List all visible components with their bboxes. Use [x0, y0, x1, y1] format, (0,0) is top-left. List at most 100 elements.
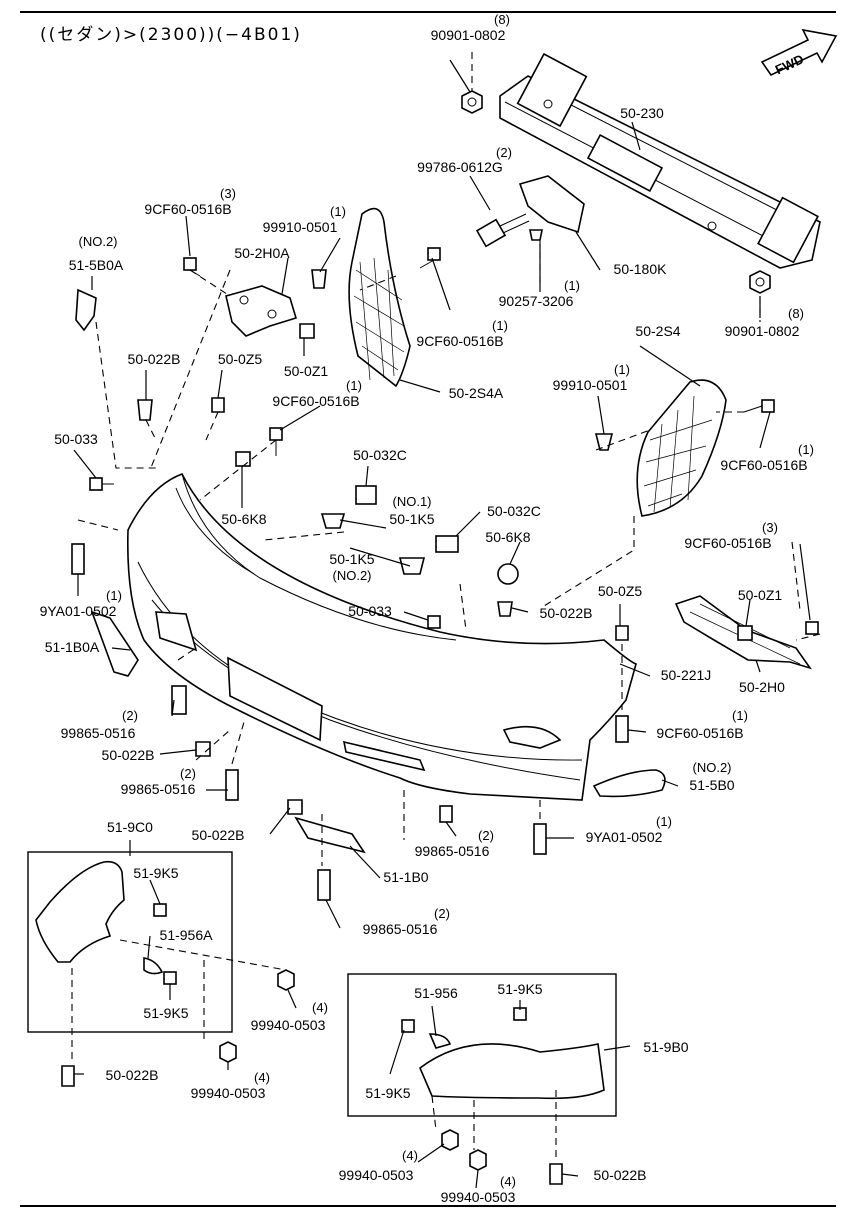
callout[interactable]: (4)99940-0503	[191, 1070, 270, 1101]
callout-qty: (1)	[656, 814, 672, 829]
clip-icon	[737, 625, 753, 641]
callout-qty: (1)	[798, 442, 814, 457]
callout[interactable]: 50-0Z5	[598, 583, 643, 599]
screw-icon	[269, 427, 283, 456]
callout[interactable]: 51-9C0	[107, 819, 153, 835]
callout[interactable]: 50-2H0A	[234, 245, 290, 261]
callout[interactable]: 51-1B0	[383, 869, 428, 885]
callout[interactable]: 50-022B	[128, 351, 181, 367]
callout-qty: (2)	[496, 145, 512, 160]
callout[interactable]: (NO.1)50-1K5	[389, 494, 434, 527]
callout[interactable]: 50-033	[54, 431, 98, 447]
callout[interactable]: (1)9CF60-0516B	[656, 708, 748, 741]
callout-qty: (4)	[312, 1000, 328, 1015]
guide-lines	[71, 52, 821, 1160]
callout-part: 99940-0503	[251, 1017, 326, 1033]
callout[interactable]: (3)9CF60-0516B	[144, 186, 236, 217]
callout[interactable]: (1)90257-3206	[499, 278, 580, 309]
callout[interactable]: 50-1K5(NO.2)	[329, 551, 374, 583]
callout-part: 50-2S4A	[449, 385, 504, 401]
screw-icon	[153, 903, 167, 917]
callout[interactable]: 50-022B	[102, 747, 155, 763]
callout-part: 51-9K5	[365, 1085, 410, 1101]
callout[interactable]: 51-9K5	[497, 981, 542, 997]
callout[interactable]: 50-022B	[192, 827, 245, 843]
screw-icon	[419, 247, 441, 269]
callout-part: 51-5B0A	[69, 257, 124, 273]
nut-icon	[469, 1149, 487, 1171]
nut-icon	[441, 1129, 459, 1151]
callout-part: 9CF60-0516B	[272, 393, 359, 409]
callout[interactable]: 50-230	[620, 105, 664, 121]
callout[interactable]: 50-2H0	[739, 679, 785, 695]
callout[interactable]: 51-956	[414, 985, 458, 1001]
callout[interactable]: 50-032C	[353, 447, 407, 463]
clip-icon	[398, 557, 426, 575]
callout[interactable]: (NO.2)51-5B0A	[69, 234, 124, 273]
callout[interactable]: 50-022B	[540, 605, 593, 621]
callout[interactable]: (1)9CF60-0516B	[272, 378, 362, 409]
callout[interactable]: 51-9K5	[143, 1005, 188, 1021]
callout[interactable]: 50-033	[348, 603, 392, 619]
callout-part: 99786-0612G	[417, 159, 503, 175]
callout-part: 99865-0516	[415, 843, 490, 859]
callout-part: 50-2S4	[635, 323, 680, 339]
callout[interactable]: (8)90901-0802	[725, 306, 804, 339]
callout[interactable]: 51-956A	[160, 927, 214, 943]
callout[interactable]: (2)99865-0516	[61, 708, 138, 741]
callout[interactable]: (4)99940-0503	[441, 1174, 516, 1205]
callout[interactable]: (4) 99940-0503	[251, 1000, 328, 1033]
nut-90901-upper	[461, 90, 483, 114]
callout[interactable]: 50-180K	[614, 261, 668, 277]
side-marker-right	[592, 769, 666, 798]
callout[interactable]: (2)99865-0516	[415, 828, 494, 859]
callout[interactable]: 50-032C	[487, 503, 541, 519]
callout[interactable]: (1)9CF60-0516B	[720, 442, 814, 473]
callout[interactable]: 50-0Z1	[284, 363, 329, 379]
callout[interactable]: 51-9K5	[365, 1085, 410, 1101]
callout-part: 99910-0501	[263, 219, 338, 235]
callout[interactable]: (1)99910-0501	[263, 204, 346, 235]
callout-part: 50-0Z1	[284, 363, 329, 379]
callout[interactable]: (3)9CF60-0516B	[684, 520, 778, 551]
callout[interactable]: (1)9YA01-0502	[40, 588, 122, 619]
leader-lines	[73, 59, 811, 1189]
callout[interactable]: (2)99865-0516	[363, 906, 450, 937]
callout[interactable]: 50-6K8	[485, 529, 530, 545]
callout[interactable]: 50-2S4	[635, 323, 680, 339]
screw-icon	[427, 615, 441, 629]
callout[interactable]: 51-9B0	[643, 1039, 688, 1055]
callout[interactable]: (2)99786-0612G	[417, 145, 512, 175]
nut-icon	[277, 969, 295, 991]
clip-icon	[549, 1163, 563, 1185]
callout[interactable]: 50-6K8	[221, 511, 266, 527]
callout-part: 51-956A	[160, 927, 214, 943]
callout[interactable]: 50-2S4A	[449, 385, 504, 401]
callout-part: 90257-3206	[499, 293, 574, 309]
fastener-group	[61, 247, 819, 1185]
callout[interactable]: (2)99865-0516	[121, 766, 196, 797]
callout-part: 99910-0501	[553, 377, 628, 393]
callout[interactable]: 50-022B	[106, 1067, 159, 1083]
callout[interactable]: (4)99940-0503	[339, 1148, 418, 1183]
callout[interactable]: (1)9CF60-0516B	[416, 318, 508, 349]
callout-part: 51-5B0	[689, 777, 734, 793]
callout[interactable]: 51-1B0A	[45, 639, 100, 655]
side-marker-left	[90, 610, 139, 677]
callout[interactable]: 50-221J	[661, 667, 712, 683]
callout[interactable]: 51-9K5	[133, 865, 178, 881]
clip-icon	[137, 399, 153, 421]
callout[interactable]: 50-0Z1	[738, 587, 783, 603]
callout[interactable]: (NO.2)51-5B0	[689, 760, 734, 793]
bumper-bracket-left	[348, 207, 411, 388]
clip-icon	[287, 799, 303, 815]
callout[interactable]: (8)90901-0802	[431, 12, 510, 43]
callout[interactable]: (1)9YA01-0502	[586, 814, 672, 845]
callout-qty: (8)	[788, 306, 804, 321]
clip-icon	[211, 397, 225, 413]
callout[interactable]: 50-0Z5	[218, 351, 263, 367]
callout-part: 50-022B	[540, 605, 593, 621]
callout-part: 50-022B	[106, 1067, 159, 1083]
callout[interactable]: 50-022B	[594, 1167, 647, 1183]
callout[interactable]: (1)99910-0501	[553, 362, 630, 393]
